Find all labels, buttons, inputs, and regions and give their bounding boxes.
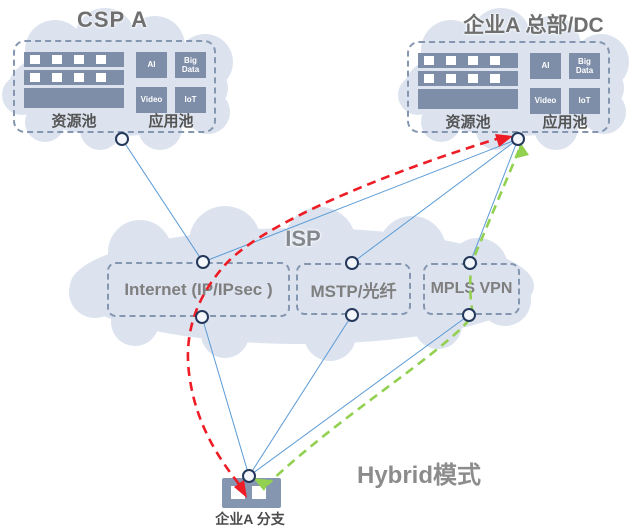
link-branch-mpls [248, 314, 470, 477]
hq-server-bar [418, 53, 518, 68]
mstp-link-label: MSTP/光纤 [310, 281, 397, 301]
server-led [490, 56, 500, 65]
server-led [446, 74, 456, 83]
hq-pools-box: 资源池 AI Big Data Video IoT 应用池 [407, 41, 610, 133]
csp-tile-ai: AI [136, 52, 167, 78]
csp-server-bar [24, 52, 124, 67]
link-hq-mpls [469, 138, 519, 264]
link-hq-internet [202, 138, 519, 263]
device-port [231, 486, 245, 499]
hq-tile-ai: AI [530, 53, 561, 79]
server-led [446, 56, 456, 65]
csp-tile-bigdata: Big Data [175, 52, 206, 78]
link-branch-mstp [248, 314, 353, 477]
server-led [424, 56, 434, 65]
server-led [468, 74, 478, 83]
csp-server-bar [24, 70, 124, 85]
internet-link-box: Internet (IP/IPsec ) [107, 262, 290, 317]
server-led [74, 55, 84, 64]
server-led [490, 74, 500, 83]
hq-cloud-title: 企业A 总部/DC [463, 14, 604, 37]
hq-storage-bar [418, 89, 518, 109]
link-branch-internet [201, 316, 250, 477]
mstp-link-box: MSTP/光纤 [296, 263, 411, 315]
device-port [252, 486, 266, 499]
server-led [52, 73, 62, 82]
csp-storage-bar [24, 88, 124, 108]
green-arrowhead-hq [517, 142, 529, 158]
hq-tile-bigdata: Big Data [569, 53, 600, 79]
hq-server-bar [418, 71, 518, 86]
server-led [30, 55, 40, 64]
server-led [30, 73, 40, 82]
csp-cloud-title: CSP A [76, 7, 149, 32]
hq-app-pool-label: 应用池 [542, 114, 588, 131]
mpls-link-box: MPLS VPN [423, 263, 520, 315]
connector-csp [115, 132, 129, 146]
server-led [468, 56, 478, 65]
green-arrowheads [253, 142, 529, 491]
branch-label: 企业A 分支 [215, 511, 285, 527]
server-led [96, 73, 106, 82]
hq-resource-pool-label: 资源池 [445, 114, 491, 131]
connector-hq [511, 132, 525, 146]
server-led [52, 55, 62, 64]
hybrid-mode-label: Hybrid模式 [357, 462, 482, 489]
link-csp-internet [121, 138, 204, 263]
server-led [96, 55, 106, 64]
mpls-link-label: MPLS VPN [430, 280, 513, 297]
csp-pools-box: 资源池 AI Big Data Video IoT 应用池 [13, 40, 216, 133]
red-arrowhead-hq [495, 134, 513, 147]
branch-device-icon [222, 478, 281, 508]
link-hq-mstp [351, 138, 519, 264]
server-led [74, 73, 84, 82]
isp-cloud-title: ISP [285, 226, 321, 251]
green-mpls-path [257, 149, 521, 486]
csp-app-pool-label: 应用池 [148, 113, 194, 130]
server-led [424, 74, 434, 83]
internet-link-label: Internet (IP/IPsec ) [124, 279, 273, 299]
csp-resource-pool-label: 资源池 [51, 113, 97, 130]
